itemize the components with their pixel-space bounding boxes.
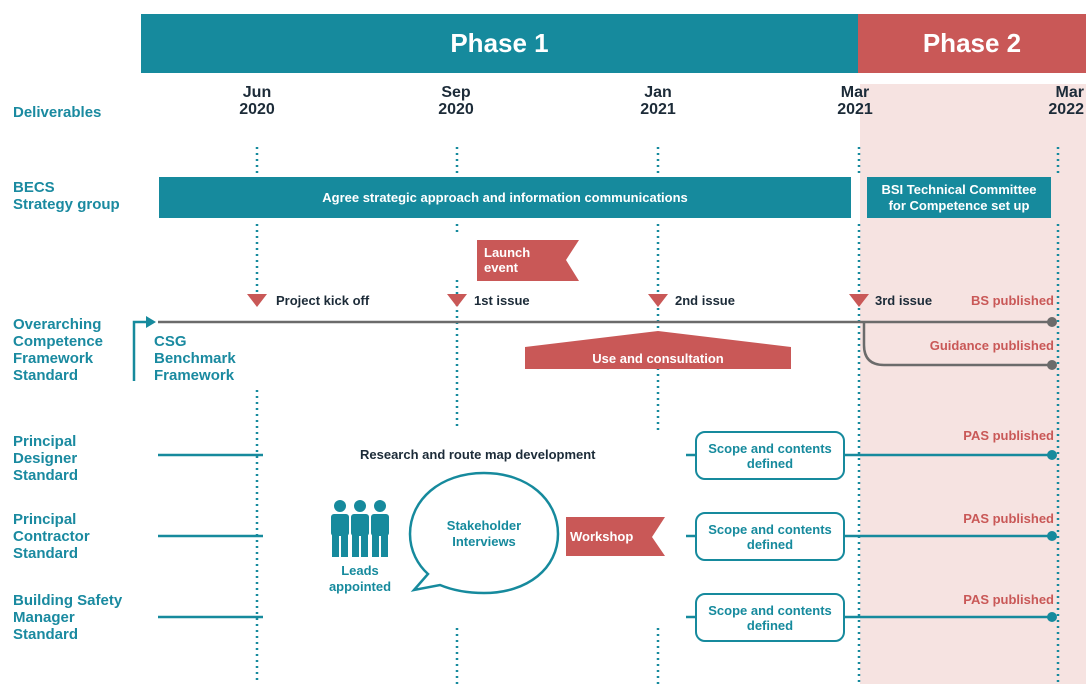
guidance-published-label: Guidance published <box>929 338 1054 353</box>
deliverables-label: Deliverables <box>13 104 102 121</box>
date-jun-2020: Jun 2020 <box>217 84 297 118</box>
workshop-flag <box>566 517 665 556</box>
date-year: 2020 <box>239 101 275 118</box>
use-consultation-shape <box>525 331 791 369</box>
milestone-project-kickoff: Project kick off <box>276 293 370 308</box>
date-year: 2020 <box>438 101 474 118</box>
designer-scope-box: Scope and contents defined <box>695 431 845 480</box>
row-label-principal-contractor: Principal Contractor Standard <box>13 511 90 562</box>
leads-appointed-label: Leads appointed <box>328 563 392 594</box>
date-month: Mar <box>840 84 870 101</box>
date-year: 2021 <box>837 101 873 118</box>
date-mar-2021: Mar 2021 <box>815 84 895 118</box>
research-route-map-label: Research and route map development <box>360 447 596 462</box>
milestone-2nd-issue: 2nd issue <box>675 293 735 308</box>
milestone-triangle-3rd <box>849 294 869 307</box>
contractor-pas-published: PAS published <box>963 511 1054 526</box>
stakeholder-interviews-label: Stakeholder Interviews <box>446 518 522 549</box>
workshop-label: Workshop <box>570 529 634 544</box>
milestone-triangle-1st <box>447 294 467 307</box>
row-label-overarching: Overarching Competence Framework Standar… <box>13 316 104 384</box>
use-consultation-label: Use and consultation <box>592 350 724 366</box>
date-jan-2021: Jan 2021 <box>618 84 698 118</box>
date-sep-2020: Sep 2020 <box>416 84 496 118</box>
phase-2-header: Phase 2 <box>858 14 1086 73</box>
milestone-1st-issue: 1st issue <box>474 293 530 308</box>
date-month: Mar <box>1055 84 1084 101</box>
bs-published-dot <box>1047 317 1057 327</box>
date-year: 2021 <box>640 101 676 118</box>
bsm-pas-published: PAS published <box>963 592 1054 607</box>
bsi-committee-box: BSI Technical Committee for Competence s… <box>867 177 1051 218</box>
date-month: Jun <box>242 84 272 101</box>
designer-pas-published: PAS published <box>963 428 1054 443</box>
row-label-principal-designer: Principal Designer Standard <box>13 433 79 484</box>
launch-event-flag <box>477 240 579 281</box>
milestone-3rd-issue: 3rd issue <box>875 293 933 308</box>
stakeholder-speech-bubble <box>408 471 560 595</box>
bs-published-label: BS published <box>970 293 1054 308</box>
bsm-scope-box: Scope and contents defined <box>695 593 845 642</box>
milestone-triangle-2nd <box>648 294 668 307</box>
guidance-branch-line <box>862 322 1052 367</box>
agree-strategy-bar: Agree strategic approach and information… <box>159 177 851 218</box>
dotted-timeline-guides <box>255 147 1060 684</box>
row-label-building-safety-manager: Building Safety Manager Standard <box>13 592 123 643</box>
row-label-becs: BECS Strategy group <box>13 179 120 213</box>
date-year: 2022 <box>1048 101 1084 118</box>
people-icon <box>331 500 389 557</box>
date-month: Sep <box>441 84 471 101</box>
guidance-published-dot <box>1047 360 1057 370</box>
milestone-triangle-kickoff <box>247 294 267 307</box>
csg-benchmark-label: CSG Benchmark Framework <box>154 333 236 384</box>
csg-bracket-arrow <box>132 320 148 381</box>
phase-1-header: Phase 1 <box>141 14 858 73</box>
launch-event-label: Launch event <box>484 245 531 275</box>
contractor-scope-box: Scope and contents defined <box>695 512 845 561</box>
date-mar-2022: Mar 2022 <box>1004 84 1084 118</box>
date-month: Jan <box>644 84 672 101</box>
